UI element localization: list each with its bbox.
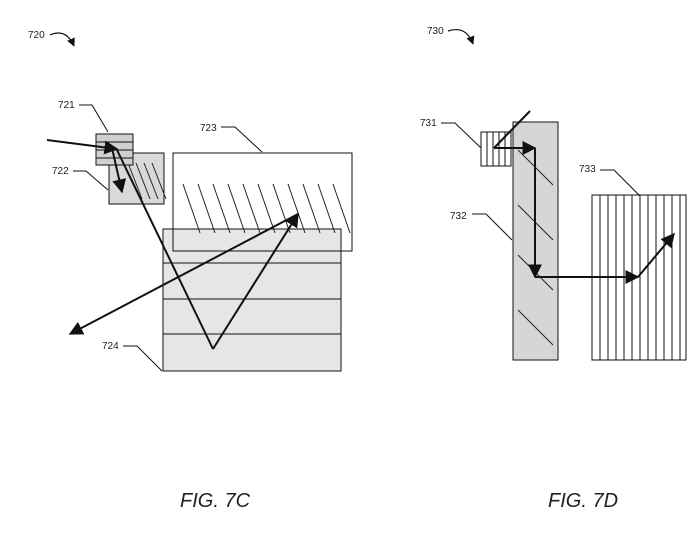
incoming-ray: [46, 139, 119, 155]
block-722-hatching: [127, 162, 167, 200]
ray-paths-7c: [46, 139, 299, 350]
hatch-line: [127, 162, 143, 200]
ray-outgoing-7d: [637, 232, 675, 278]
figure-caption-7d: FIG. 7D: [548, 490, 618, 512]
leader-724: [123, 345, 163, 372]
element-724-layered-stack: [162, 228, 342, 372]
figure-7d: 730 731 732 733 FIG: [420, 26, 687, 512]
hatch-line: [182, 183, 201, 234]
grating-outline: [172, 152, 353, 252]
hatch-line: [257, 183, 276, 234]
incoming-ray-7d: [493, 110, 531, 149]
grating-hatching: [182, 183, 351, 234]
ray-down-through-block: [111, 147, 127, 194]
ref-label-720: 720: [28, 30, 45, 41]
ref-arrow-730: [447, 28, 475, 45]
leader-731: [441, 122, 482, 149]
hatch-line: [197, 183, 216, 234]
ref-label-731: 731: [420, 118, 437, 129]
ray-to-bottom: [116, 149, 214, 350]
hatch-line: [287, 183, 306, 234]
ray-paths-7d: [493, 110, 675, 284]
leader-732: [472, 213, 513, 241]
figure-caption-7c: FIG. 7C: [180, 490, 251, 512]
leader-723: [221, 126, 263, 153]
ref-arrow-720: [49, 32, 75, 47]
leader-721: [79, 104, 109, 133]
hatch-line: [242, 183, 261, 234]
ref-label-733: 733: [579, 164, 596, 175]
layer-stack-body: [162, 228, 342, 372]
ref-label-732: 732: [450, 211, 467, 222]
figure-7c: 720: [28, 30, 353, 512]
ref-label-724: 724: [102, 341, 119, 352]
ref-label-723: 723: [200, 123, 217, 134]
hatch-line: [332, 183, 351, 234]
ref-label-722: 722: [52, 166, 69, 177]
ref-label-730: 730: [427, 26, 444, 37]
ray-outgoing: [68, 213, 299, 335]
hatch-line: [317, 183, 336, 234]
leader-733: [600, 169, 641, 197]
hatch-line: [143, 162, 159, 200]
hatch-line: [227, 183, 246, 234]
hatch-line: [212, 183, 231, 234]
hatch-line: [517, 309, 554, 346]
element-723-grating: [172, 152, 353, 252]
ref-label-721: 721: [58, 100, 75, 111]
hatch-line: [151, 162, 167, 200]
hatch-line: [135, 162, 151, 200]
ray-reflect-up: [212, 212, 299, 350]
leader-722: [73, 170, 109, 191]
hatch-line: [302, 183, 321, 234]
